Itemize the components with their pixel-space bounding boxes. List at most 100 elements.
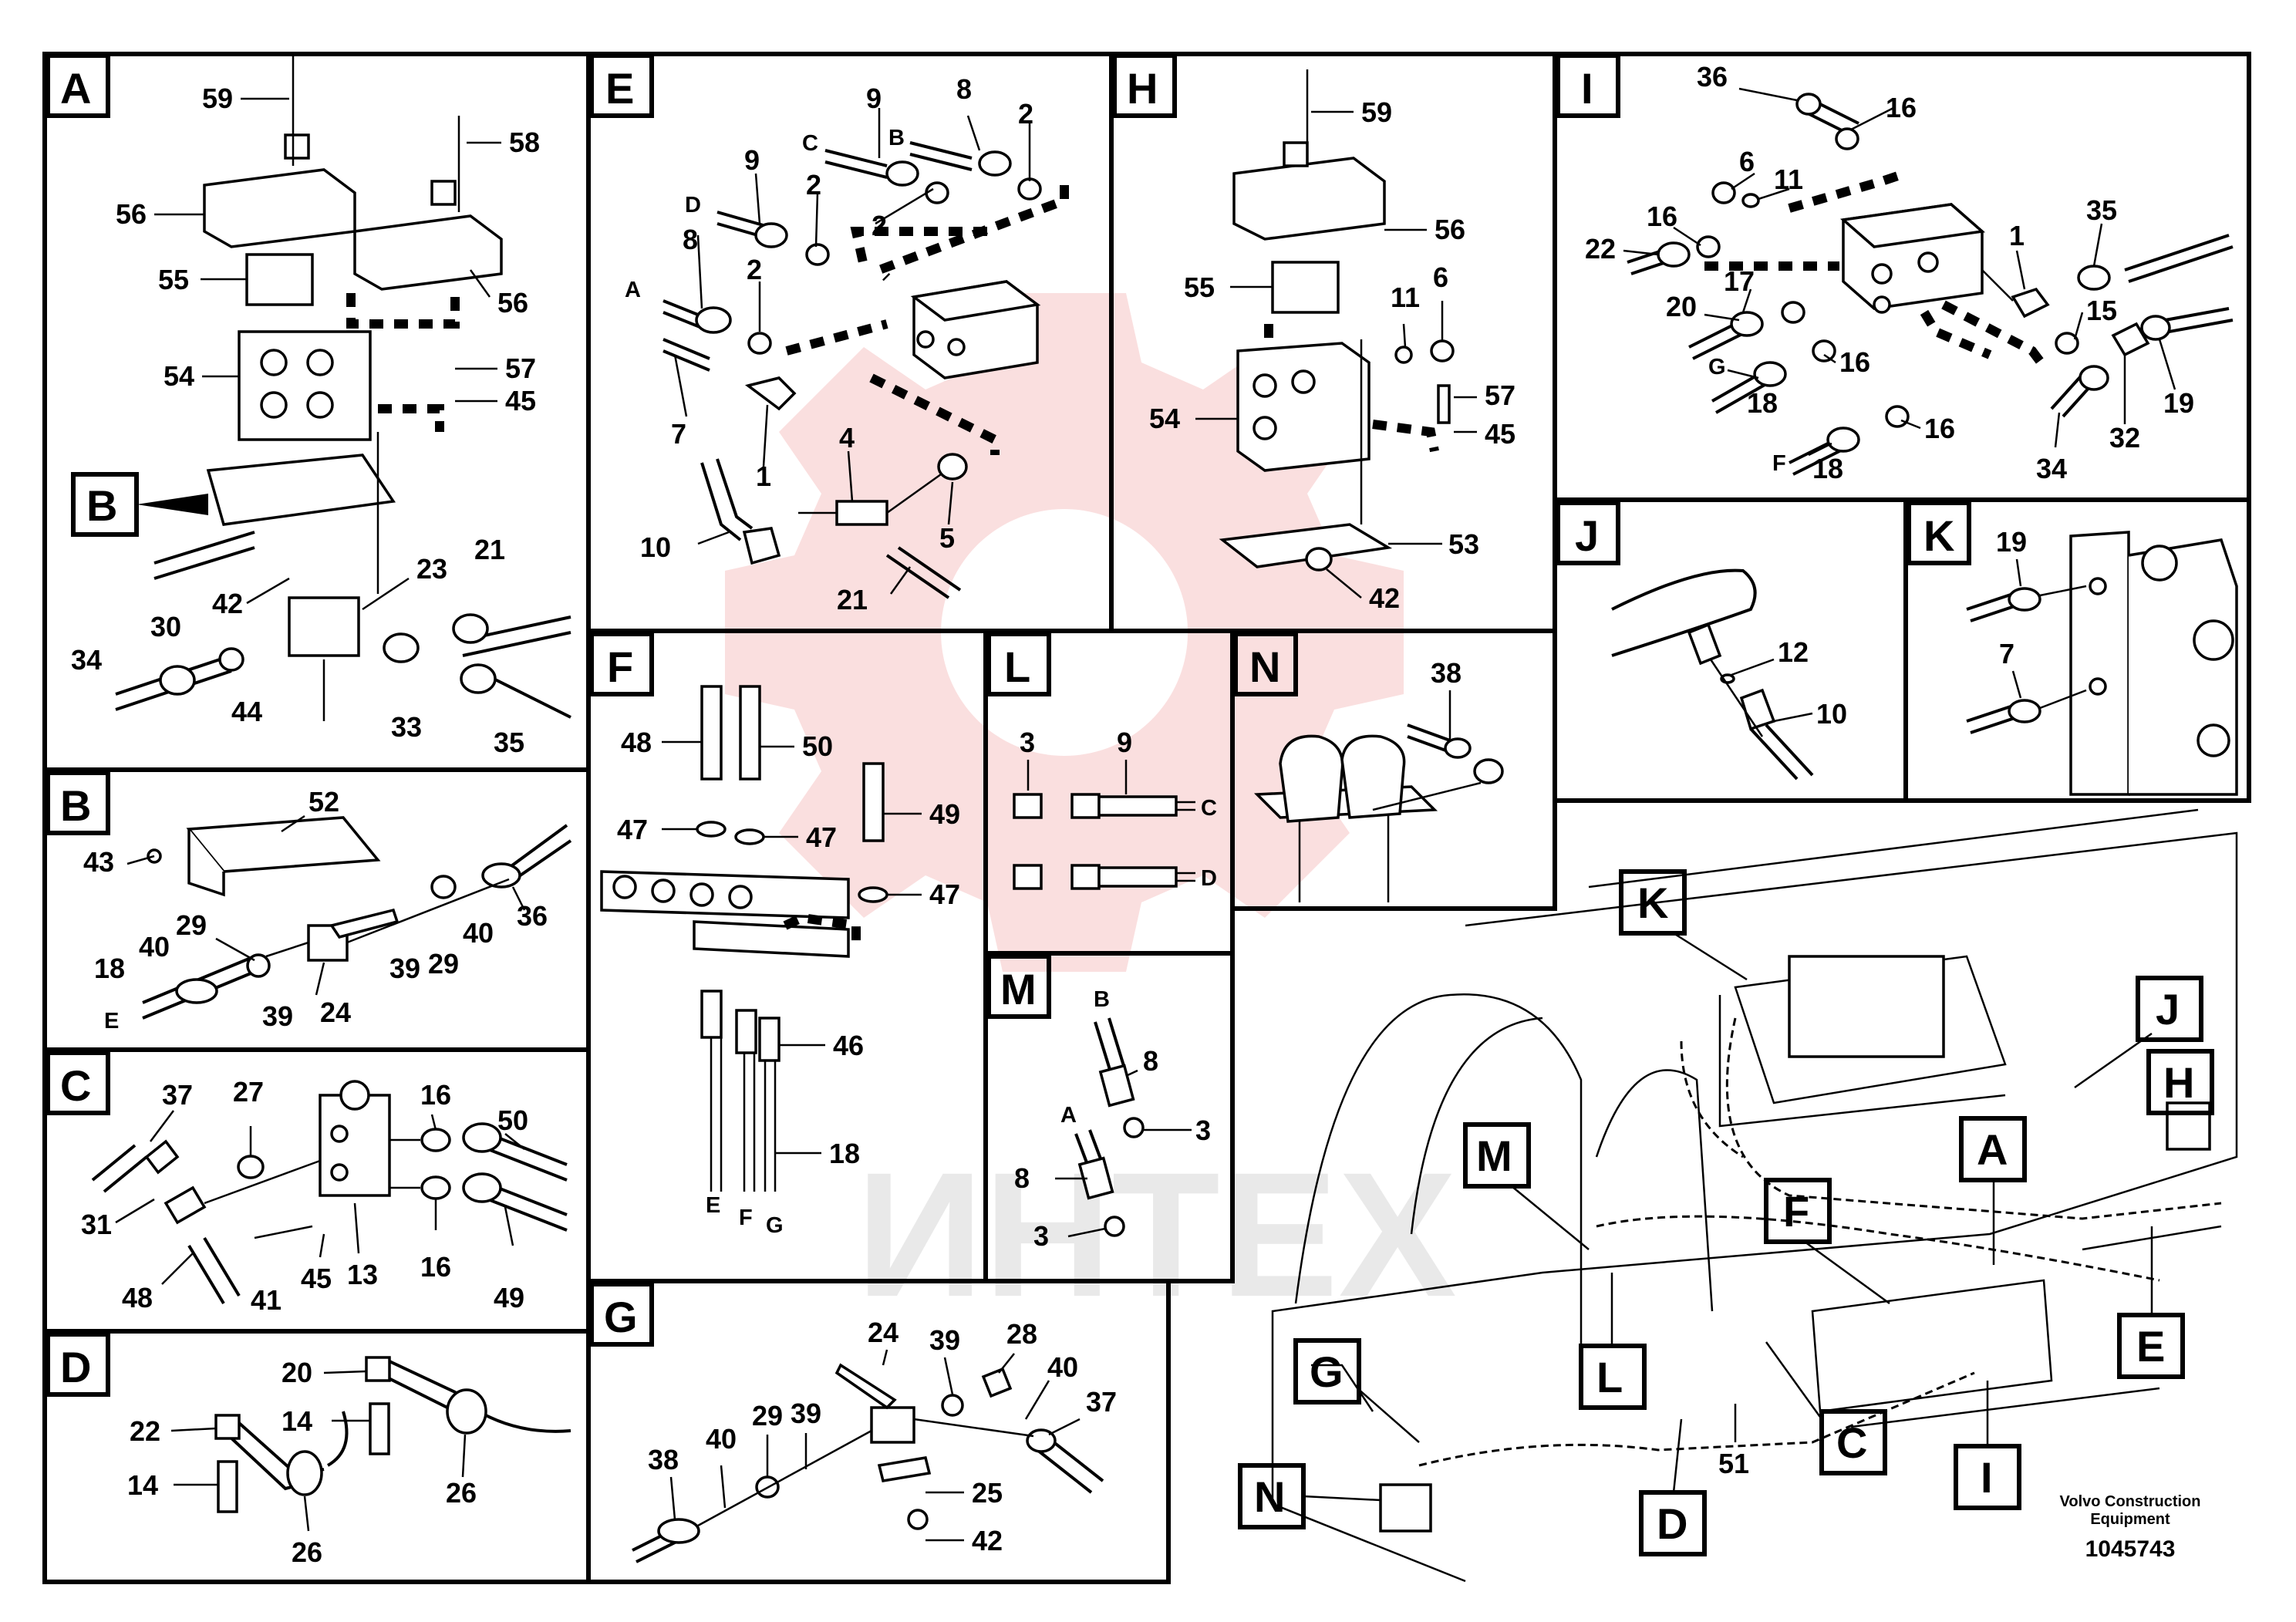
callout-23: 23 bbox=[416, 553, 447, 585]
panel-f-tag-box bbox=[589, 632, 654, 696]
block-55 bbox=[1271, 261, 1340, 314]
panel-j-tag-box bbox=[1556, 501, 1620, 565]
panel-e-tag-box bbox=[589, 53, 654, 118]
panel-m[interactable]: M B 8 3 A 8 3 bbox=[983, 951, 1235, 1283]
callout-49: 49 bbox=[494, 1282, 524, 1313]
overview-tag-m[interactable]: M bbox=[1463, 1122, 1590, 1250]
callout-26: 26 bbox=[446, 1477, 477, 1509]
callout-30: 30 bbox=[150, 611, 181, 642]
svg-text:F: F bbox=[1783, 1187, 1809, 1236]
overview-tag-i[interactable]: I bbox=[1954, 1381, 2021, 1510]
callout-42: 42 bbox=[212, 588, 243, 619]
watermark-text: ИНТЕХ bbox=[856, 1135, 1457, 1334]
callout-9: 9 bbox=[866, 83, 882, 114]
panel-n-tag-box bbox=[1233, 632, 1298, 696]
callout-40b: 40 bbox=[706, 1423, 737, 1455]
callout-9: 9 bbox=[1117, 727, 1132, 758]
overview-tag-g[interactable]: G bbox=[1293, 1338, 1420, 1443]
hose-end-a: A bbox=[1060, 1103, 1077, 1128]
callout-57: 57 bbox=[505, 352, 536, 384]
callout-21: 21 bbox=[474, 534, 505, 565]
callout-41: 41 bbox=[251, 1284, 282, 1316]
callout-15: 15 bbox=[2086, 295, 2117, 326]
overview-tags[interactable]: K J H A M F E bbox=[1238, 869, 2214, 1556]
callout-44: 44 bbox=[231, 696, 262, 727]
callout-20: 20 bbox=[1666, 291, 1697, 322]
callout-16: 16 bbox=[1886, 92, 1917, 123]
callout-1: 1 bbox=[756, 460, 771, 492]
panel-k-tag-box bbox=[1907, 501, 1971, 565]
panel-a[interactable]: A 59 58 bbox=[42, 52, 591, 772]
callout-47c: 47 bbox=[929, 878, 960, 910]
overview-tag-d[interactable]: D bbox=[1639, 1418, 1707, 1556]
svg-text:I: I bbox=[1981, 1453, 1993, 1502]
overview-tag-h[interactable]: H bbox=[2146, 1049, 2214, 1115]
overview-tag-k[interactable]: K bbox=[1619, 869, 1748, 981]
callout-7: 7 bbox=[1999, 638, 2014, 669]
overview-tag-j[interactable]: J bbox=[2074, 976, 2203, 1089]
panel-k[interactable]: K 19 7 bbox=[1903, 497, 2251, 803]
panel-d-tag: D bbox=[60, 1343, 91, 1391]
panel-c[interactable]: C 37 27 16 50 31 41 45 13 bbox=[42, 1047, 591, 1334]
panel-i-tag: I bbox=[1581, 64, 1593, 113]
callout-2: 2 bbox=[1018, 98, 1033, 130]
control-valve-overview bbox=[1788, 955, 1945, 1058]
overview-tag-f[interactable]: F bbox=[1764, 1178, 1890, 1305]
ball-valve-24 bbox=[870, 1406, 915, 1444]
panel-h[interactable]: H 59 56 55 11 6 57 45 54 53 42 bbox=[1109, 52, 1557, 633]
callout-19: 19 bbox=[1996, 526, 2027, 558]
callout-10: 10 bbox=[640, 531, 671, 563]
callout-54: 54 bbox=[164, 360, 194, 392]
panel-n[interactable]: N 38 bbox=[1230, 629, 1557, 911]
overview-tag-n[interactable]: N bbox=[1238, 1463, 1381, 1529]
callout-34: 34 bbox=[71, 644, 102, 676]
manifold-54 bbox=[238, 330, 372, 441]
overview-tag-a[interactable]: A bbox=[1959, 1116, 2027, 1265]
panel-b[interactable]: B 52 43 36 29 40 18 E 39 24 39 29 40 bbox=[42, 767, 591, 1052]
adapter-46 bbox=[758, 1017, 781, 1062]
panel-i[interactable]: I bbox=[1553, 52, 2251, 502]
panel-d[interactable]: D 22 20 14 14 26 26 bbox=[42, 1329, 591, 1584]
callout-5: 5 bbox=[939, 522, 955, 554]
callout-55: 55 bbox=[158, 264, 189, 295]
solenoid-plug-b bbox=[430, 180, 457, 206]
solenoid-valve-56 bbox=[1232, 157, 1386, 241]
panel-e[interactable]: E 9 bbox=[586, 52, 1114, 633]
panel-j[interactable]: J 12 10 bbox=[1553, 497, 1908, 803]
callout-1: 1 bbox=[2009, 220, 2025, 251]
callout-21: 21 bbox=[837, 584, 868, 615]
adapter-e bbox=[700, 990, 723, 1039]
svg-text:E: E bbox=[2136, 1322, 2165, 1371]
elbow-20 bbox=[365, 1356, 391, 1382]
block-55 bbox=[245, 253, 314, 306]
panel-g[interactable]: G 24 39 28 40 37 38 40 29 39 25 42 bbox=[586, 1279, 1171, 1584]
brand-line-2: Equipment bbox=[2090, 1511, 2170, 1528]
svg-text:C: C bbox=[1836, 1418, 1867, 1467]
panel-b-tag: B bbox=[60, 781, 91, 830]
callout-53: 53 bbox=[1448, 528, 1479, 560]
hose-end-e: E bbox=[104, 1009, 119, 1034]
panel-m-tag-box bbox=[986, 954, 1051, 1019]
manifold-54 bbox=[1236, 342, 1371, 472]
panel-g-tag-box bbox=[589, 1282, 654, 1347]
hose-end-d: D bbox=[685, 193, 701, 218]
callout-16c: 16 bbox=[1839, 346, 1870, 378]
overview-tag-c[interactable]: C bbox=[1765, 1341, 1887, 1475]
callout-37: 37 bbox=[1086, 1386, 1117, 1418]
callout-27: 27 bbox=[233, 1076, 264, 1108]
svg-text:M: M bbox=[1476, 1131, 1512, 1180]
callout-36: 36 bbox=[517, 900, 548, 932]
adapter-f bbox=[735, 1009, 757, 1054]
panel-f[interactable]: F 48 50 47 47 49 47 46 18 E F G bbox=[586, 629, 988, 1283]
callout-35: 35 bbox=[2086, 194, 2117, 226]
callout-3: 3 bbox=[1195, 1114, 1211, 1146]
overview-tag-l[interactable]: L bbox=[1579, 1273, 1647, 1410]
callout-29: 29 bbox=[752, 1400, 783, 1431]
drawing-number: 1045743 bbox=[2085, 1536, 2176, 1562]
callout-8b: 8 bbox=[683, 224, 698, 255]
panel-g-frame bbox=[586, 1279, 1171, 1584]
panel-h-tag: H bbox=[1127, 64, 1158, 113]
hose-end-a: A bbox=[625, 278, 641, 302]
overview-tag-e[interactable]: E bbox=[2117, 1226, 2185, 1379]
callout-40: 40 bbox=[139, 931, 170, 963]
